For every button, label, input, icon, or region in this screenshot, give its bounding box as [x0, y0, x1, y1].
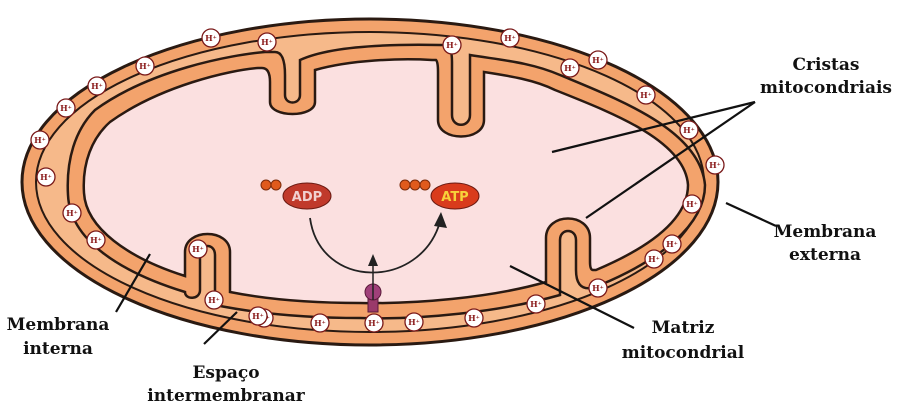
h-ion-label: H⁺	[139, 61, 151, 71]
h-ion-label: H⁺	[40, 172, 52, 182]
h-ion-label: H⁺	[60, 103, 72, 113]
label-membrana-interna: Membrana	[7, 315, 110, 335]
h-ion-label: H⁺	[192, 244, 204, 254]
h-ion-label: H⁺	[504, 33, 516, 43]
atp-label: ATP	[441, 190, 468, 205]
h-ion-label: H⁺	[592, 283, 604, 293]
h-ion-label: H⁺	[252, 311, 264, 321]
h-ion-label: H⁺	[261, 37, 273, 47]
h-ion-label: H⁺	[564, 63, 576, 73]
h-ion-label: H⁺	[368, 318, 380, 328]
label-membrana-externa-2: externa	[789, 245, 861, 265]
h-ion-label: H⁺	[90, 235, 102, 245]
label-espaco: Espaço	[192, 363, 259, 383]
label-matriz: Matriz	[652, 318, 715, 338]
h-ion-label: H⁺	[709, 160, 721, 170]
adp-label: ADP	[292, 190, 322, 205]
h-ion-label: H⁺	[592, 55, 604, 65]
label-matriz-2: mitocondrial	[622, 343, 745, 363]
label-membrana-externa: Membrana	[774, 222, 877, 242]
h-ion-label: H⁺	[648, 254, 660, 264]
h-ion-label: H⁺	[205, 33, 217, 43]
h-ion-label: H⁺	[91, 81, 103, 91]
h-ion-label: H⁺	[314, 318, 326, 328]
h-ion-label: H⁺	[686, 199, 698, 209]
h-ion-label: H⁺	[683, 125, 695, 135]
label-espaco-2: intermembranar	[147, 386, 305, 406]
h-ion-label: H⁺	[66, 208, 78, 218]
h-ion-label: H⁺	[468, 313, 480, 323]
label-membrana-interna-2: interna	[23, 339, 93, 359]
h-ion-label: H⁺	[666, 239, 678, 249]
h-ion-label: H⁺	[34, 135, 46, 145]
h-ion-label: H⁺	[446, 40, 458, 50]
h-ion-label: H⁺	[208, 295, 220, 305]
leader-membrana-externa	[726, 203, 776, 226]
h-ion-label: H⁺	[640, 90, 652, 100]
label-cristas-2: mitocondriais	[760, 78, 892, 98]
label-cristas: Cristas	[793, 55, 860, 75]
h-ion-label: H⁺	[530, 299, 542, 309]
h-ion-label: H⁺	[408, 317, 420, 327]
